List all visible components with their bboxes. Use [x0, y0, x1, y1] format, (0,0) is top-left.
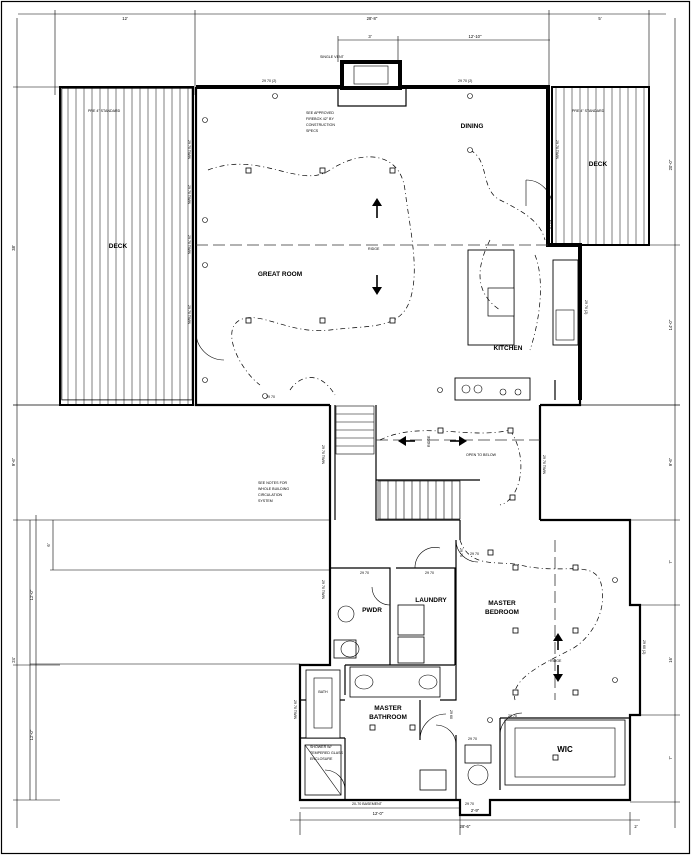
wtag-pwdr: 29 70	[360, 571, 369, 575]
wtag-laundry: 29 70	[425, 571, 434, 575]
deck-right	[551, 86, 650, 246]
label-deck-right: DECK	[589, 161, 608, 168]
note-ridge-stair: RIDGE	[427, 435, 431, 447]
note-fireplace-1: SEE APPROVED	[306, 111, 334, 115]
dim-right-lower-2: 16'	[668, 657, 673, 663]
dim-top-left: 12'	[122, 16, 128, 21]
note-deck-right: PRE 4" STANDARD	[572, 109, 605, 113]
wtag-left-4: 29 70 TWIN	[187, 305, 191, 325]
label-master-bath-2: BATHROOM	[369, 714, 407, 721]
dim-lower-left-1: 6'	[46, 543, 51, 546]
note-ridge-bedroom: RIDGE	[550, 659, 562, 663]
deck-left	[59, 86, 194, 406]
dim-second-right: 12'-10"	[469, 34, 483, 39]
dim-bottom-2: 28'-6"	[460, 824, 471, 829]
note-shower-2: TEMPERED GLASS	[310, 751, 344, 755]
wtag-top-left: 29 70 (2)	[262, 79, 276, 83]
wtag-left-2: 29 70 TWIN	[187, 185, 191, 205]
dim-top-mid: 28'-8"	[367, 16, 378, 21]
note-fireplace-2: FIREBOX 42" BY	[306, 117, 334, 121]
wtag-left-1: 29 70 TWIN	[187, 140, 191, 160]
wtag-stair: 29 70 TWIN	[321, 445, 325, 465]
wtag-bottom: 29 70	[465, 802, 474, 806]
dim-lower-left-4: 12'-0"	[29, 729, 34, 740]
dimension-lines	[13, 10, 680, 835]
label-master-bedroom-2: BEDROOM	[485, 609, 519, 616]
dim-right-mid: 14'-0"	[668, 319, 673, 330]
note-vent-4: SYSTEM	[258, 499, 273, 503]
note-deck-left: PRE 4" STANDARD	[88, 109, 121, 113]
wtag-door-top: 29 70	[549, 220, 553, 229]
note-shower-3: ENCLOSURE	[310, 757, 333, 761]
label-dining: DINING	[461, 123, 484, 130]
wtag-mbed-door: 29 70	[470, 552, 479, 556]
room-labels: GREAT ROOM DINING KITCHEN DECK DECK MAST…	[109, 123, 608, 754]
note-open-below: OPEN TO BELOW	[466, 453, 497, 457]
note-fireplace-3: CONSTRUCTION	[306, 123, 335, 127]
note-vent-1: SEE NOTES FOR	[258, 481, 288, 485]
label-master-bath-1: MASTER	[374, 705, 402, 712]
label-deck-left: DECK	[109, 243, 128, 250]
wtag-left-3: 29 70 TWIN	[187, 235, 191, 255]
wtag-mb-right: 29 60 (2)	[642, 640, 646, 654]
bath-fixtures	[304, 604, 626, 796]
dim-bottom-mid: 2'-9"	[471, 808, 480, 813]
note-vent-2: WHOLE BUILDING	[258, 487, 289, 491]
note-fireplace-4: SPECS	[306, 129, 319, 133]
label-kitchen: KITCHEN	[494, 345, 523, 352]
electrical-fixtures	[202, 93, 618, 761]
label-great-room: GREAT ROOM	[258, 271, 302, 278]
window-tags: 29 70 (2) 29 70 (2) 29 70 TWIN 29 70 TWI…	[187, 79, 646, 806]
dim-right-lower-3: 7'	[668, 756, 673, 759]
wtag-mbath-door: 29 70	[468, 737, 477, 741]
note-bath-window: 20-70 BASEMENT	[352, 802, 383, 806]
note-ridge-great: RIDGE	[368, 247, 380, 251]
direction-arrows	[372, 198, 563, 682]
wtag-door: 29 70	[266, 395, 275, 399]
dim-left-main: 38'	[11, 245, 16, 251]
stair-upper	[335, 405, 375, 455]
electrical-wiring	[207, 149, 603, 701]
dim-lower-left-3: 24'	[11, 657, 16, 663]
label-master-bedroom-1: MASTER	[488, 600, 516, 607]
wtag-top-right: 29 70 (2)	[458, 79, 472, 83]
dim-right-lower-1: 7'	[668, 560, 673, 563]
label-bath: BATH	[318, 690, 328, 694]
note-vent-3: CIRCULATION	[258, 493, 282, 497]
dim-right-upper: 20'-0"	[668, 159, 673, 170]
wtag-kitchen: 29 70 (2)	[584, 300, 588, 314]
wtag-bath-side: 29 60	[449, 710, 453, 719]
dimension-texts: 12' 28'-8" 5' 3' 12'-10" 38' 20'-0" 14'-…	[11, 16, 673, 829]
dim-top-right: 5'	[598, 16, 601, 21]
wtag-bath-left: 29 70 TWIN	[293, 700, 297, 720]
wtag-stair-r: 29 70 TWIN	[542, 455, 546, 475]
label-pwdr: PWDR	[362, 607, 382, 614]
stair-lower	[377, 480, 461, 520]
label-wic: WIC	[557, 745, 573, 754]
dim-bottom-right: 2'	[634, 824, 637, 829]
wtag-wic: 29 70	[508, 714, 517, 718]
dim-second-left: 3'	[368, 34, 371, 39]
door-swings	[195, 179, 553, 791]
note-chimney: SINGLE VENT	[320, 55, 345, 59]
dim-left-stair: 9'-6"	[11, 457, 16, 466]
dim-lower-left-2: 12'-0"	[29, 589, 34, 600]
dim-bottom-1: 12'-0"	[373, 811, 384, 816]
notes: PRE 4" STANDARD PRE 4" STANDARD SINGLE V…	[88, 55, 605, 806]
kitchen-fixtures	[454, 249, 579, 401]
dim-right-stair: 9'-6"	[668, 457, 673, 466]
wtag-left-bath: 29 70 TWIN	[321, 580, 325, 600]
note-shower-1: SHOWER W/	[310, 745, 332, 749]
wtag-right-deck: 29 70 TWIN	[555, 140, 559, 160]
label-laundry: LAUNDRY	[415, 597, 447, 604]
wtag-laundry-2: 29 70	[459, 548, 463, 557]
